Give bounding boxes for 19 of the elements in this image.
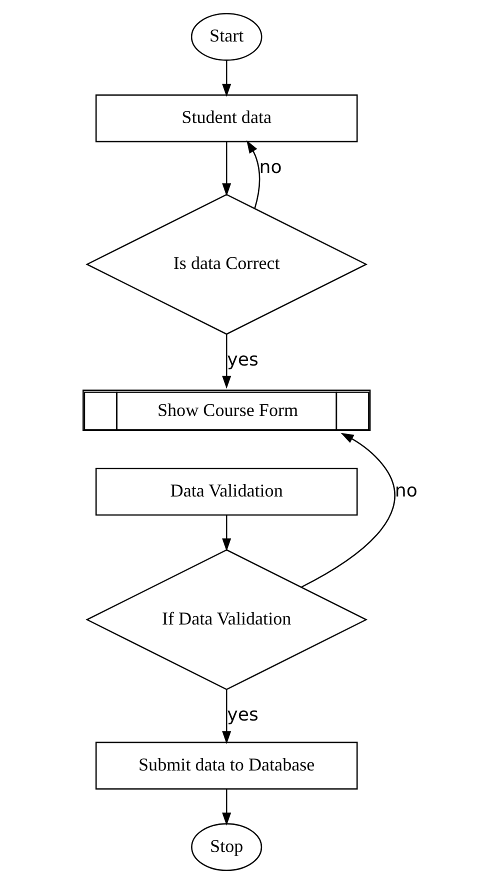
node-diamond: If Data Validation (86, 549, 368, 690)
edge-label: no (259, 156, 282, 178)
arrow (222, 515, 232, 552)
arrow (301, 432, 396, 588)
node-ellipse: Stop (191, 823, 262, 871)
arrow (222, 789, 232, 826)
edge-label: yes (227, 349, 258, 370)
node-ellipse: Start (190, 13, 262, 61)
node-box: Data Validation (95, 468, 358, 516)
node-box: Submit data to Database (95, 742, 358, 790)
node-diamond: Is data Correct (86, 194, 368, 335)
node-box: Student data (95, 94, 358, 142)
arrow (222, 334, 232, 389)
edge-label: yes (227, 704, 258, 726)
arrow (222, 60, 232, 97)
arrow (222, 142, 232, 196)
arrow (222, 690, 232, 744)
arrow (246, 140, 260, 209)
edge-label: no (394, 480, 418, 502)
